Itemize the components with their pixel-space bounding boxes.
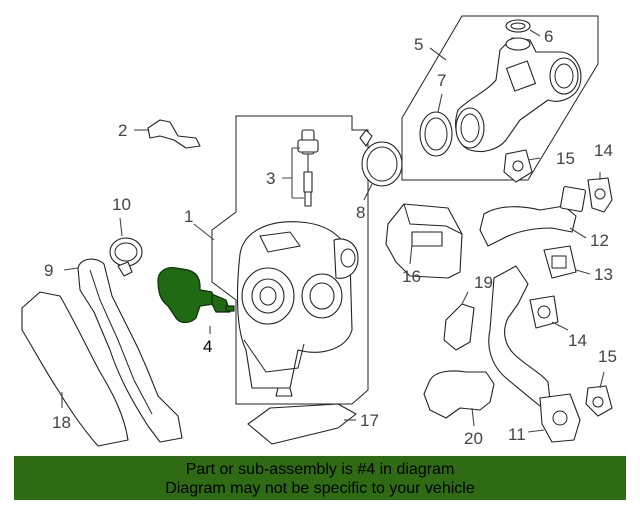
callout-18: 18 [52, 413, 71, 432]
intake-tube-part-9 [77, 258, 183, 443]
callout-17: 17 [360, 411, 379, 430]
outlet-pipe-inset-box [401, 15, 599, 181]
sensor-connector-part [297, 129, 319, 207]
callout-16: 16 [402, 267, 421, 286]
outlet-pipe-part [455, 37, 582, 153]
manifold-part-20 [423, 370, 495, 419]
callout-9: 9 [44, 261, 53, 280]
exploded-parts-diagram: 1 2 3 4 5 6 7 8 9 10 11 12 13 14 14 15 1… [21, 15, 617, 448]
bracket-part [147, 119, 201, 149]
turbocharger-part [236, 221, 359, 397]
callout-14a: 14 [594, 141, 613, 160]
callout-6: 6 [544, 27, 553, 46]
callout-19: 19 [474, 273, 493, 292]
callout-3: 3 [266, 169, 275, 188]
heat-shield-part-18 [21, 291, 129, 447]
pipe-part-12 [479, 186, 586, 247]
callout-12: 12 [590, 231, 609, 250]
callout-2: 2 [118, 121, 127, 140]
bracket-plate-part-17 [247, 403, 357, 445]
callout-20: 20 [464, 429, 483, 448]
gasket-part-14a [587, 177, 613, 213]
info-banner: Part or sub-assembly is #4 in diagram Di… [14, 456, 626, 500]
gasket-part-15a [503, 149, 533, 183]
callout-11: 11 [508, 425, 526, 444]
clamp-part-8 [359, 129, 403, 187]
callout-8: 8 [356, 203, 365, 222]
callout-7: 7 [437, 71, 446, 90]
callout-4: 4 [203, 337, 212, 356]
callout-leader-lines [61, 29, 605, 433]
highlighted-part-4 [157, 267, 235, 324]
clamp-part-10 [109, 237, 143, 277]
gasket-part-14b [529, 295, 559, 329]
callout-13: 13 [594, 265, 613, 284]
callout-10: 10 [112, 195, 131, 214]
heat-shield-part-19 [443, 303, 475, 351]
gasket-part-13 [543, 245, 577, 279]
callout-5: 5 [414, 35, 423, 54]
banner-line-2: Diagram may not be specific to your vehi… [165, 480, 475, 497]
gasket-part-15b [585, 385, 613, 417]
callout-1: 1 [184, 207, 193, 226]
banner-line-1: Part or sub-assembly is #4 in diagram [185, 461, 455, 478]
callout-numbers: 1 2 3 4 5 6 7 8 9 10 11 12 13 14 14 15 1… [44, 27, 617, 448]
turbo-assembly-inset-box [211, 115, 369, 405]
callout-15b: 15 [598, 347, 617, 366]
callout-15a: 15 [556, 149, 575, 168]
o-ring-part-6 [505, 19, 531, 33]
egr-tube-part-11 [488, 265, 581, 443]
shield-part-16 [385, 203, 463, 279]
callout-14b: 14 [568, 331, 587, 350]
